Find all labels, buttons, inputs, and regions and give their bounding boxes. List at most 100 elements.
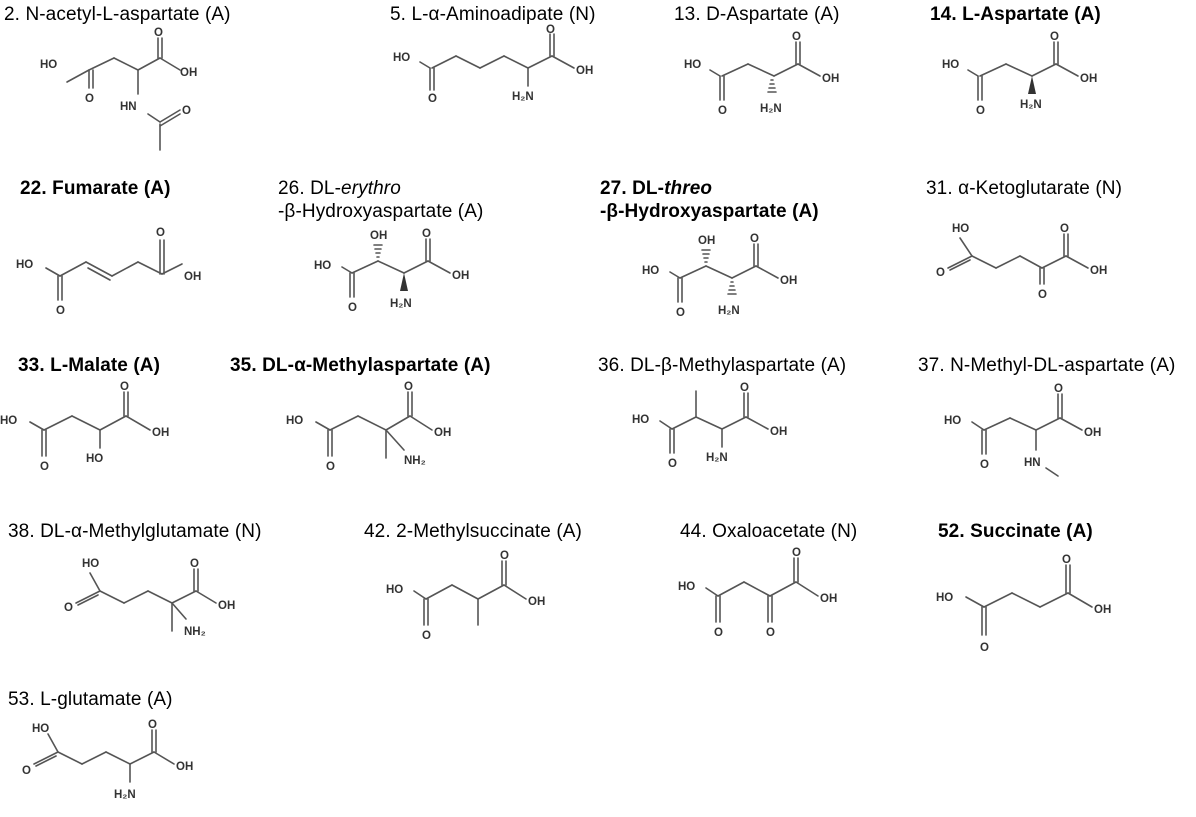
svg-text:O: O	[1038, 289, 1047, 301]
svg-text:OH: OH	[820, 593, 837, 605]
svg-text:O: O	[1060, 223, 1069, 235]
compound-13-structure: HO O O OH H₂N	[684, 31, 839, 117]
svg-text:O: O	[404, 381, 413, 393]
svg-text:O: O	[22, 765, 31, 777]
svg-text:H₂N: H₂N	[512, 91, 534, 103]
svg-text:OH: OH	[576, 65, 593, 77]
svg-text:HO: HO	[678, 581, 695, 593]
compound-2-title: 2. N-acetyl-L-aspartate (A)	[4, 4, 231, 25]
svg-text:HO: HO	[936, 592, 953, 604]
svg-text:O: O	[980, 642, 989, 654]
svg-text:H₂N: H₂N	[706, 452, 728, 464]
svg-text:OH: OH	[1080, 73, 1097, 85]
compound-35-title: 35. DL-α-Methylaspartate (A)	[230, 355, 491, 376]
svg-text:O: O	[182, 105, 191, 117]
svg-text:HO: HO	[82, 558, 99, 570]
svg-text:HN: HN	[120, 101, 137, 113]
compound-14-title: 14. L-Aspartate (A)	[930, 4, 1101, 25]
svg-text:O: O	[326, 461, 335, 473]
svg-text:OH: OH	[452, 270, 469, 282]
svg-text:O: O	[422, 228, 431, 240]
svg-text:HO: HO	[944, 415, 961, 427]
svg-text:O: O	[190, 558, 199, 570]
compound-52-structure: HO O O OH	[936, 554, 1111, 654]
svg-text:H₂N: H₂N	[390, 298, 412, 310]
svg-text:OH: OH	[152, 427, 169, 439]
svg-text:OH: OH	[218, 600, 235, 612]
compound-53-structure: HO O O OH H₂N	[22, 719, 193, 801]
svg-text:HO: HO	[952, 223, 969, 235]
svg-text:O: O	[676, 307, 685, 319]
svg-text:OH: OH	[1084, 427, 1101, 439]
compound-52-title: 52. Succinate (A)	[938, 521, 1093, 542]
compound-37-structure: HO O O OH HN	[944, 383, 1101, 477]
compound-42-structure: HO O O OH	[386, 550, 545, 642]
compound-26-title: 26. DL-erythro -β-Hydroxyaspartate (A)	[278, 178, 484, 222]
svg-text:O: O	[1062, 554, 1071, 566]
svg-text:O: O	[348, 302, 357, 314]
svg-text:HN: HN	[1024, 457, 1041, 469]
compound-36-title: 36. DL-β-Methylaspartate (A)	[598, 355, 847, 376]
svg-text:OH: OH	[780, 275, 797, 287]
compound-42-title: 42. 2-Methylsuccinate (A)	[364, 521, 582, 542]
svg-text:OH: OH	[184, 271, 201, 283]
svg-text:H₂N: H₂N	[1020, 99, 1042, 111]
compound-2-structure: HO O O OH HN O	[40, 27, 197, 151]
svg-text:O: O	[40, 461, 49, 473]
compound-44-title: 44. Oxaloacetate (N)	[680, 521, 858, 542]
svg-text:H₂N: H₂N	[718, 305, 740, 317]
compound-13-title: 13. D-Aspartate (A)	[674, 4, 840, 25]
compound-37-title: 37. N-Methyl-DL-aspartate (A)	[918, 355, 1176, 376]
svg-text:O: O	[422, 630, 431, 642]
svg-text:OH: OH	[176, 761, 193, 773]
compound-31-structure: HO O O O OH	[936, 223, 1107, 301]
svg-text:O: O	[718, 105, 727, 117]
compound-38-title: 38. DL-α-Methylglutamate (N)	[8, 521, 262, 542]
svg-text:HO: HO	[286, 415, 303, 427]
svg-text:HO: HO	[40, 59, 57, 71]
svg-text:O: O	[740, 382, 749, 394]
compound-27-title: 27. DL-threo -β-Hydroxyaspartate (A)	[600, 178, 819, 222]
svg-text:O: O	[1050, 31, 1059, 43]
svg-text:O: O	[792, 31, 801, 43]
compound-35-structure: HO O O OH NH₂	[286, 381, 451, 473]
svg-text:OH: OH	[822, 73, 839, 85]
compound-22-structure: HO O O OH	[16, 227, 201, 317]
svg-text:H₂N: H₂N	[760, 103, 782, 115]
svg-text:HO: HO	[632, 414, 649, 426]
svg-text:O: O	[792, 547, 801, 559]
svg-text:HO: HO	[32, 723, 49, 735]
svg-text:HO: HO	[386, 584, 403, 596]
compound-27-structure: OH HO O O OH H₂N	[642, 233, 797, 319]
svg-text:OH: OH	[770, 426, 787, 438]
svg-text:O: O	[148, 719, 157, 731]
compound-44-structure: HO O O O OH	[678, 547, 837, 639]
svg-text:NH₂: NH₂	[184, 626, 206, 638]
svg-text:O: O	[64, 602, 73, 614]
svg-text:HO: HO	[0, 415, 17, 427]
compound-53-title: 53. L-glutamate (A)	[8, 689, 173, 710]
svg-text:O: O	[1054, 383, 1063, 395]
compound-33-structure: HO O O OH HO	[0, 381, 169, 473]
svg-text:HO: HO	[393, 52, 410, 64]
svg-text:O: O	[976, 105, 985, 117]
compound-26-structure: OH HO O O OH H₂N	[314, 228, 469, 314]
svg-text:HO: HO	[16, 259, 33, 271]
compound-22-title: 22. Fumarate (A)	[20, 178, 171, 199]
compound-14-structure: HO O O OH H₂N	[942, 31, 1097, 117]
svg-text:O: O	[980, 459, 989, 471]
svg-text:O: O	[750, 233, 759, 245]
compound-5-title: 5. L-α-Aminoadipate (N)	[390, 4, 596, 25]
svg-text:HO: HO	[642, 265, 659, 277]
svg-text:OH: OH	[528, 596, 545, 608]
svg-text:HO: HO	[684, 59, 701, 71]
svg-text:HO: HO	[86, 453, 103, 465]
svg-text:O: O	[714, 627, 723, 639]
svg-text:OH: OH	[698, 235, 715, 247]
svg-text:NH₂: NH₂	[404, 455, 426, 467]
svg-text:O: O	[154, 27, 163, 39]
svg-text:OH: OH	[434, 427, 451, 439]
svg-text:O: O	[936, 267, 945, 279]
svg-text:H₂N: H₂N	[114, 789, 136, 801]
